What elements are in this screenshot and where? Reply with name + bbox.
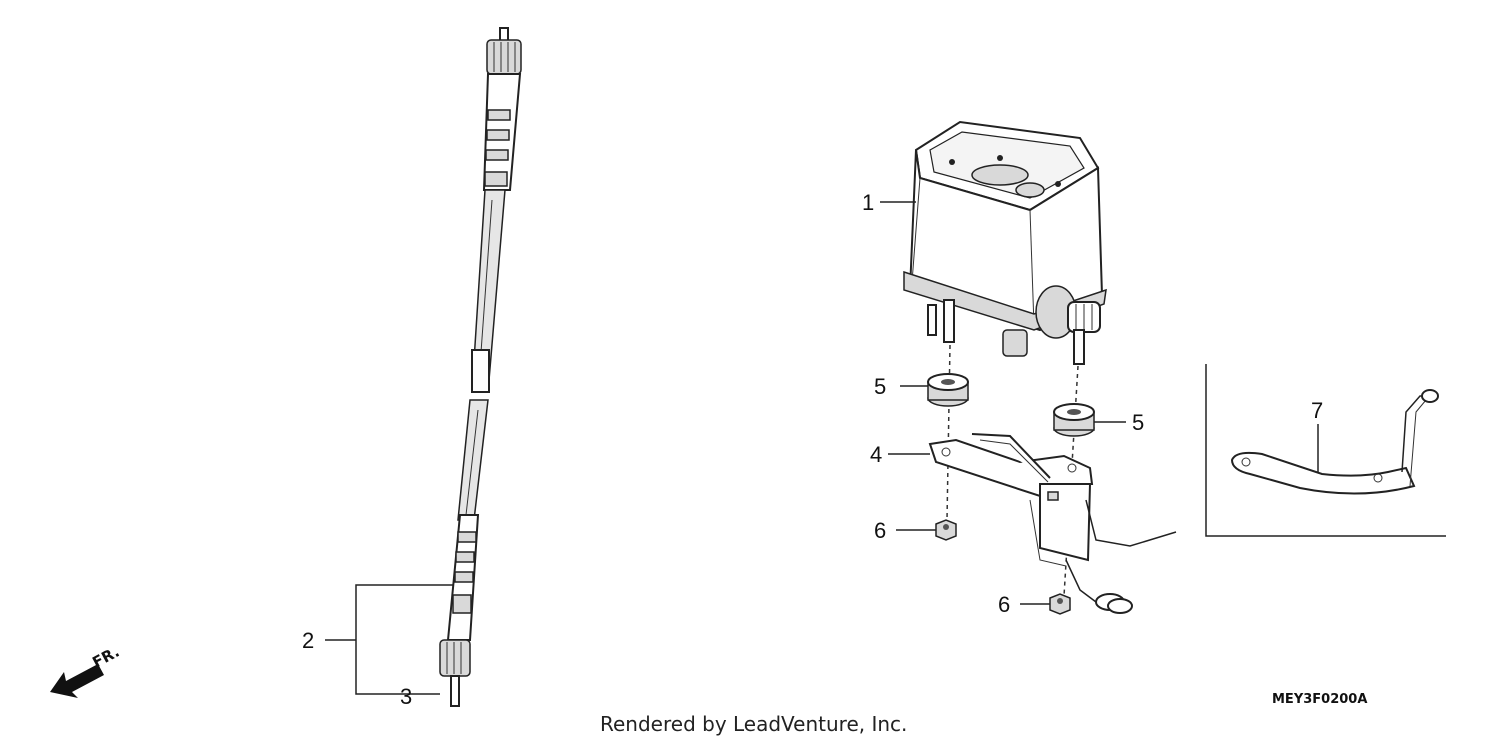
callout-4: 4 xyxy=(870,442,882,467)
inset-frame xyxy=(1205,364,1446,537)
render-credit: Rendered by LeadVenture, Inc. xyxy=(600,712,907,736)
callout-6b: 6 xyxy=(998,592,1010,617)
grommet-right xyxy=(1053,403,1095,437)
callout-1: 1 xyxy=(862,190,874,215)
nut-right xyxy=(1049,593,1071,615)
mounting-bracket xyxy=(928,433,1177,614)
speedometer-cable xyxy=(439,27,522,707)
callout-6a: 6 xyxy=(874,518,886,543)
assembly-line-left xyxy=(946,344,951,521)
speedometer-unit xyxy=(903,120,1107,365)
front-direction-arrow-icon: FR. xyxy=(50,643,122,698)
grommet-left xyxy=(927,373,969,407)
callout-3: 3 xyxy=(400,684,412,709)
callout-5b: 5 xyxy=(1132,410,1144,435)
nut-left xyxy=(935,519,957,541)
callout-5a: 5 xyxy=(874,374,886,399)
meter-stay xyxy=(1230,389,1439,495)
diagram-code: MEY3F0200A xyxy=(1272,692,1367,707)
callout-bracket-2-3 xyxy=(325,584,454,695)
callout-7: 7 xyxy=(1311,398,1323,423)
callout-2: 2 xyxy=(302,628,314,653)
